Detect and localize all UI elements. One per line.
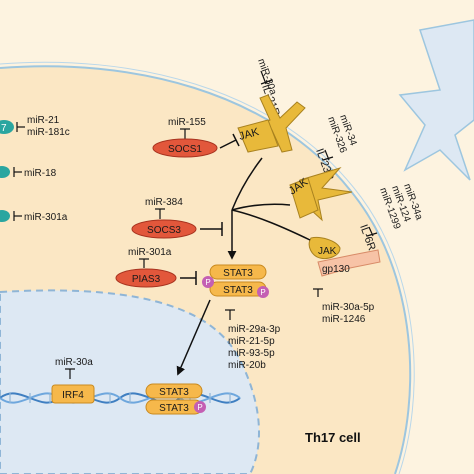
il21r-jak-label: JAK	[238, 126, 261, 143]
stat3-mir3-label: miR-93-5p	[228, 348, 275, 359]
stat3-dimer-cytoplasm: STAT3 STAT3 P P	[202, 264, 269, 298]
socs1-group: miR-155 SOCS1	[152, 117, 240, 158]
pias3-label: PIAS3	[132, 274, 161, 285]
stat3-phospho-left: P	[205, 278, 210, 287]
stat3-mir-group: miR-29a-3p miR-21-5p miR-93-5p miR-20b	[225, 309, 281, 371]
il6r-jak-label: JAK	[318, 246, 337, 257]
stat3-mir1-label: miR-29a-3p	[228, 324, 281, 335]
svg-text:7: 7	[1, 123, 7, 134]
nuc-stat3-bottom-label: STAT3	[159, 403, 189, 414]
socs3-mir-label: miR-384	[145, 197, 183, 208]
stat3-phospho-right: P	[260, 288, 265, 297]
pias3-mir-label: miR-301a	[128, 247, 172, 258]
irf4-mir-label: miR-30a	[55, 357, 93, 368]
nuc-stat3-phospho: P	[197, 403, 202, 412]
gp130-mir1-label: miR-30a-5p	[322, 302, 375, 313]
stat3-dimer-nucleus: STAT3 STAT3 P	[145, 383, 206, 415]
nuclear-translocation-arrow	[176, 299, 211, 376]
gp130-mir2-label: miR-1246	[322, 314, 366, 325]
socs1-label: SOCS1	[168, 144, 202, 155]
gp130-mir-group: miR-30a-5p miR-1246	[313, 288, 375, 325]
left-mir-group-c: miR-301a	[0, 210, 68, 223]
cell-membrane	[0, 65, 412, 474]
neighbor-cell	[398, 19, 474, 181]
left-mir-group-a: 7 miR-21 miR-181c	[0, 115, 70, 138]
nuc-stat3-top-label: STAT3	[159, 387, 189, 398]
socs1-mir-label: miR-155	[168, 117, 206, 128]
gp130-label: gp130	[322, 264, 350, 275]
irf4-group: miR-30a IRF4	[51, 357, 95, 404]
stat3-bottom-label: STAT3	[223, 285, 253, 296]
pias3-group: miR-301a PIAS3	[115, 247, 197, 288]
stat3-top-label: STAT3	[223, 268, 253, 279]
cell-label: Th17 cell	[305, 430, 361, 445]
mir-21-label: miR-21	[27, 115, 60, 126]
socs3-group: miR-384 SOCS3	[131, 197, 223, 239]
signal-arrows	[227, 157, 311, 260]
mir-18-label: miR-18	[24, 168, 57, 179]
mir-181c-label: miR-181c	[27, 127, 70, 138]
irf4-label: IRF4	[62, 390, 84, 401]
mir-301a-left-label: miR-301a	[24, 212, 68, 223]
stat3-mir4-label: miR-20b	[228, 360, 266, 371]
stat3-mir2-label: miR-21-5p	[228, 336, 275, 347]
left-mir-group-b: miR-18	[0, 166, 57, 179]
socs3-label: SOCS3	[147, 225, 181, 236]
